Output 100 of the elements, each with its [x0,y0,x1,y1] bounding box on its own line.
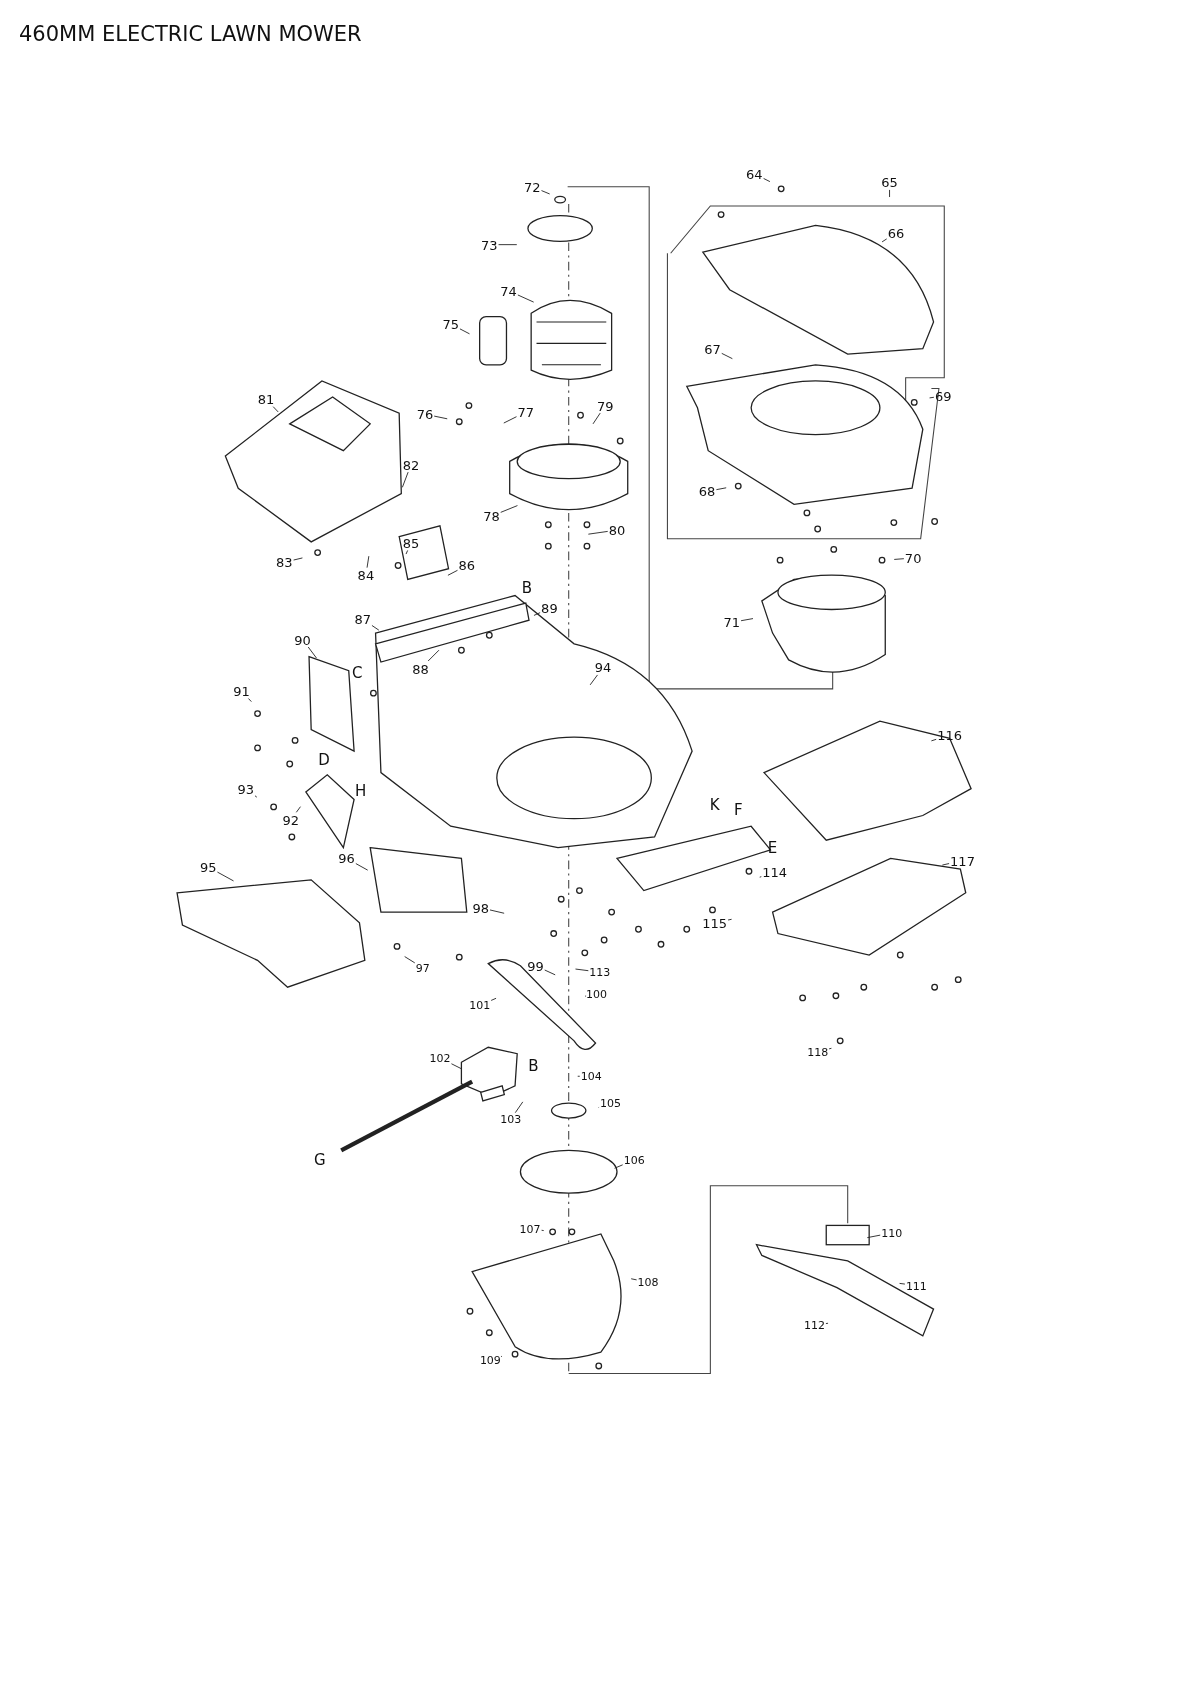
leader-line [587,530,609,535]
callout-number: 91 [232,683,251,699]
leader-line [366,555,370,569]
callout-number: 86 [457,558,477,573]
callout-number: 65 [880,174,899,190]
callout-number: 69 [933,388,953,404]
leader-line [893,558,905,560]
callout-number: 106 [622,1153,646,1167]
leader-line [544,969,556,976]
diagram-title: 460MM ELECTRIC LAWN MOWER [19,22,362,46]
callout-number: 107 [518,1222,542,1236]
callout-number: 118 [806,1045,830,1059]
callout-number: 110 [880,1226,904,1240]
callout-number: 96 [337,850,356,866]
leader-line [630,1278,638,1281]
leader-line [217,871,234,882]
callout-number: 98 [471,900,490,916]
leader-line [272,406,279,413]
leader-line [293,557,303,561]
callout-number: 104 [579,1069,603,1083]
callout-number: 115 [701,915,729,931]
callout-number: 111 [904,1279,928,1292]
callout-number: 105 [599,1096,623,1110]
leader-line [740,618,754,622]
leader-line [401,471,409,488]
reference-letter: C [352,665,363,681]
leader-line [371,625,380,631]
leader-line [763,178,771,183]
reference-letter: E [767,840,778,856]
callout-number: 70 [903,550,923,566]
callout-number: 66 [886,225,906,241]
leader-line [541,1229,545,1232]
leader-line [498,244,518,246]
callout-number: 84 [356,567,376,583]
leader-line [489,909,505,914]
callout-number: 71 [722,614,742,630]
leader-line [589,674,598,686]
leader-line [899,1282,906,1285]
callout-number: 85 [401,535,421,551]
reference-letter: G [313,1152,326,1168]
callout-number: 76 [415,406,435,422]
leader-line [514,1101,524,1114]
leader-line [295,806,301,813]
leader-line [828,1047,832,1050]
reference-letter: B [521,580,532,596]
callout-number: 90 [293,632,312,647]
callout-number: 92 [281,812,301,828]
callout-number: 100 [585,987,609,1001]
leader-line [929,396,935,399]
leader-line [759,876,762,878]
callout-number: 113 [588,965,612,979]
leader-line [307,646,317,659]
leader-line [533,612,541,616]
leader-line [866,1234,881,1239]
leader-line [405,550,409,555]
callout-number: 78 [482,508,501,524]
leader-line [727,918,733,921]
callout-number: 116 [936,727,964,743]
callout-number: 108 [636,1275,660,1289]
reference-letter: H [354,783,367,799]
callout-number: 114 [761,864,789,880]
reference-letter: B [528,1058,539,1073]
callout-number: 102 [428,1051,452,1065]
leader-line [459,328,470,335]
callout-number: 117 [949,853,976,869]
leader-line [254,795,258,798]
callout-number: 112 [802,1318,826,1332]
callout-number: 67 [703,341,722,357]
leader-line [930,738,937,742]
callout-number: 101 [468,998,492,1012]
callout-number: 80 [607,522,627,538]
leader-line [941,863,950,866]
leader-line [427,649,440,662]
leader-line [889,189,890,198]
leader-line [490,997,497,1001]
leader-line [825,1322,829,1324]
callout-number: 89 [540,600,559,616]
leader-line [500,505,518,513]
leader-line [447,569,458,576]
callout-number: 88 [411,661,430,676]
callout-number: 72 [522,179,542,195]
leader-line [715,487,727,491]
leader-line [451,1063,463,1070]
leader-line [355,863,369,871]
callout-number: 94 [593,659,613,675]
callout-number: 82 [401,457,421,473]
callout-number: 97 [414,961,431,975]
callout-number: 109 [478,1353,502,1367]
leader-line [881,238,888,243]
callout-number: 79 [595,398,615,414]
leader-line [575,968,589,972]
leader-line [433,415,448,420]
callout-number: 99 [526,958,545,974]
callout-number: 93 [236,781,255,797]
leader-line [592,412,601,425]
callout-number: 95 [198,859,218,875]
callout-number: 77 [516,404,536,420]
leader-line [517,294,535,303]
callout-number: 64 [745,166,764,182]
reference-letter: D [318,752,330,768]
